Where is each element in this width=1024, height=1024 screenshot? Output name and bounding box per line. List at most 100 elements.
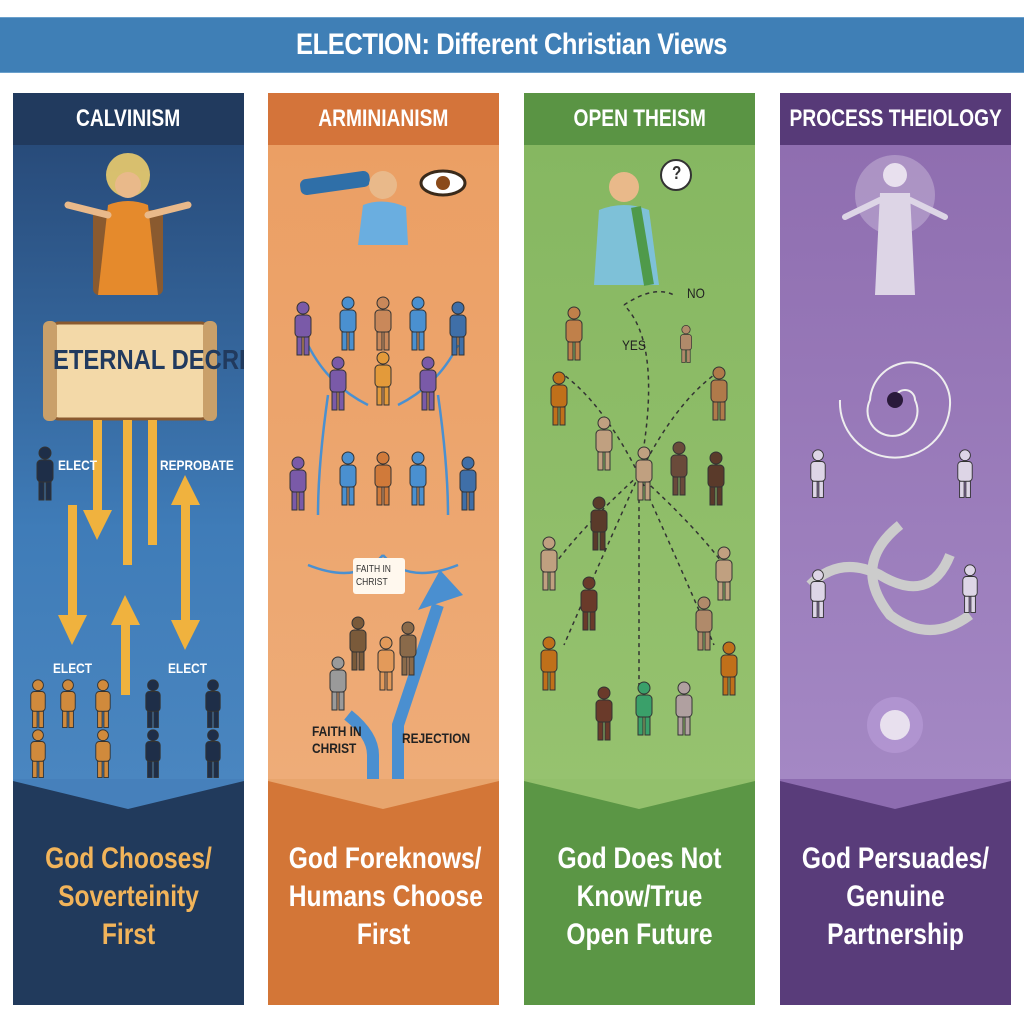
summary-line: God Does Not	[557, 842, 722, 875]
person-icon	[810, 569, 826, 618]
label-no: NO	[687, 285, 705, 301]
person-icon	[339, 451, 357, 506]
person-icon	[957, 449, 973, 498]
column-arminianism: ARMINIANISM	[268, 93, 499, 1005]
person-icon	[339, 296, 357, 351]
label-rejection: REJECTION	[402, 730, 471, 746]
column-heading: ARMINIANISM	[268, 93, 499, 145]
label-reprobate: REPROBATE	[160, 457, 234, 473]
heading-text: OPEN THEISM	[573, 105, 706, 132]
summary-text: God Does Not Know/True Open Future	[524, 840, 755, 954]
person-icon	[329, 356, 347, 411]
person-icon	[675, 681, 693, 736]
person-icon	[145, 679, 161, 728]
label-yes: YES	[622, 337, 646, 353]
illustration-panel: ? NO YES	[524, 145, 755, 785]
summary-line: God Persuades/	[801, 842, 990, 875]
question-mark: ?	[672, 163, 682, 183]
column-heading: CALVINISM	[13, 93, 244, 145]
heading-text: ARMINIANISM	[318, 105, 449, 132]
person-icon	[349, 616, 367, 671]
person-icon	[60, 679, 76, 728]
summary-text: God Persuades/ Genuine Partnership	[780, 840, 1011, 954]
summary-line: First	[101, 918, 156, 951]
label-faith-in-christ: FAITH IN CHRIST	[312, 723, 362, 756]
person-icon	[374, 451, 392, 506]
summary-text: God Chooses/ Soverteinity First	[13, 840, 244, 954]
person-icon	[30, 729, 46, 778]
heading-text: CALVINISM	[76, 105, 181, 132]
scroll-label: ETERNAL DECREE	[53, 344, 244, 375]
person-icon	[670, 441, 688, 496]
summary-panel: God Chooses/ Soverteinity First	[13, 779, 244, 1005]
person-icon	[289, 456, 307, 511]
column-heading: OPEN THEISM	[524, 93, 755, 145]
person-icon	[810, 449, 826, 498]
person-icon	[565, 306, 583, 361]
summary-line: Genuine	[846, 880, 945, 913]
person-icon	[409, 451, 427, 506]
illustration-panel: ETERNAL DECREE ELECT REPROBATE ELECT ELE…	[13, 145, 244, 785]
person-icon	[205, 729, 221, 778]
person-icon	[409, 296, 427, 351]
summary-line: Humans Choose	[288, 880, 483, 913]
summary-line: God Foreknows/	[288, 842, 482, 875]
column-heading: PROCESS THEIOLOGY	[780, 93, 1011, 145]
person-icon	[595, 686, 613, 741]
person-icon	[205, 679, 221, 728]
label-elect-right: ELECT	[168, 660, 208, 676]
intertwined-loop-icon	[806, 521, 973, 635]
spiral-galaxy-icon	[838, 361, 952, 459]
person-icon	[695, 596, 713, 651]
process-illustration	[806, 155, 978, 753]
summary-line: Soverteinity	[58, 880, 199, 913]
person-icon	[590, 496, 608, 551]
person-icon	[449, 301, 467, 356]
person-icon	[374, 296, 392, 351]
person-icon	[374, 351, 392, 406]
person-icon	[635, 446, 653, 501]
summary-panel: God Does Not Know/True Open Future	[524, 779, 755, 1005]
person-icon	[459, 456, 477, 511]
title-banner: ELECTION: Different Christian Views	[0, 17, 1024, 73]
label-elect: ELECT	[58, 457, 98, 473]
person-icon	[720, 641, 738, 696]
person-icon	[30, 679, 46, 728]
open-theism-illustration	[540, 159, 738, 741]
faith-box-label: FAITH IN CHRIST	[356, 564, 391, 588]
person-icon	[710, 366, 728, 421]
summary-line: God Chooses/	[45, 842, 212, 875]
telescope-icon	[300, 170, 370, 196]
person-icon	[95, 729, 111, 778]
person-icon	[635, 681, 653, 736]
person-icon	[962, 564, 978, 613]
person-icon	[707, 451, 725, 506]
person-icon	[680, 325, 692, 363]
summary-line: Know/True	[576, 880, 703, 913]
person-icon	[550, 371, 568, 426]
person-icon	[540, 636, 558, 691]
summary-panel: God Foreknows/ Humans Choose First	[268, 779, 499, 1005]
person-icon	[399, 621, 417, 676]
person-icon	[580, 576, 598, 631]
person-icon	[377, 636, 395, 691]
person-icon	[715, 546, 733, 601]
label-elect-left: ELECT	[53, 660, 93, 676]
scroll-icon	[43, 321, 217, 421]
summary-panel: God Persuades/ Genuine Partnership	[780, 779, 1011, 1005]
calvinism-illustration	[30, 153, 221, 778]
column-process-theology: PROCESS THEIOLOGY	[780, 93, 1011, 1005]
eye-icon	[419, 169, 467, 197]
arrows	[58, 420, 200, 695]
person-icon	[540, 536, 558, 591]
column-open-theism: OPEN THEISM	[524, 93, 755, 1005]
summary-line: Open Future	[566, 918, 713, 951]
column-calvinism: CALVINISM	[13, 93, 244, 1005]
person-icon	[595, 416, 613, 471]
god-figure-robe	[98, 201, 158, 295]
god-figure-head	[115, 172, 141, 198]
person-icon	[329, 656, 347, 711]
speech-bubble-icon	[660, 159, 692, 191]
person-icon	[294, 301, 312, 356]
person-icon	[419, 356, 437, 411]
